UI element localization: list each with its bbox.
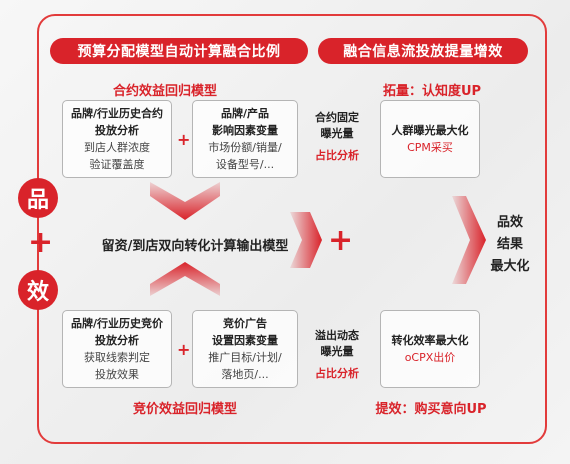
top-right-box-line2: CPM采买	[407, 141, 453, 154]
bottom-side-line1: 溢出动态	[315, 329, 359, 342]
top-side-label: 合约固定 曝光量 占比分析	[306, 110, 368, 164]
arrow-down	[150, 182, 220, 220]
bottom-box-history-title1: 品牌/行业历史竞价	[70, 317, 164, 330]
circle-xiao: 效	[18, 270, 58, 310]
top-side-line2: 曝光量	[320, 127, 354, 140]
top-box-factors: 品牌/产品 影响因素变量 市场份额/销量/ 设备型号/...	[192, 100, 298, 178]
bottom-section-label: 竞价效益回归模型	[132, 402, 237, 417]
top-right-box: 人群曝光最大化 CPM采买	[380, 100, 480, 178]
top-right-label: 拓量：认知度UP	[382, 84, 482, 99]
middle-plus-left: +	[28, 225, 54, 260]
circle-pin: 品	[18, 178, 58, 218]
result-text: 品效 结果 最大化	[485, 212, 535, 278]
top-side-line1: 合约固定	[315, 111, 359, 124]
top-box-history-title2: 投放分析	[95, 124, 139, 137]
bottom-right-box-line2: oCPX出价	[404, 351, 456, 364]
result-line3: 最大化	[490, 259, 530, 274]
top-box-history-line2: 验证覆盖度	[89, 158, 145, 171]
top-box-factors-line2: 设备型号/...	[215, 158, 275, 171]
bottom-right-box: 转化效率最大化 oCPX出价	[380, 310, 480, 388]
arrow-right-2	[452, 196, 486, 284]
bottom-box-history-line2: 投放效果	[95, 368, 139, 381]
result-line2: 结果	[496, 237, 523, 252]
center-model-text: 留资/到店双向转化计算输出模型	[101, 239, 289, 254]
top-box-factors-title2: 影响因素变量	[212, 124, 278, 137]
bottom-plus: +	[177, 340, 191, 359]
bottom-box-factors-title2: 设置因素变量	[212, 334, 278, 347]
bottom-box-history-line1: 获取线索判定	[84, 351, 150, 364]
title-left-pill: 预算分配模型自动计算融合比例	[50, 38, 308, 64]
top-box-history: 品牌/行业历史合约 投放分析 到店人群浓度 验证覆盖度	[62, 100, 172, 178]
bottom-right-box-line1: 转化效率最大化	[391, 334, 469, 347]
bottom-side-line3: 占比分析	[315, 367, 359, 380]
top-side-line3: 占比分析	[315, 149, 359, 162]
top-box-history-title1: 品牌/行业历史合约	[70, 107, 164, 120]
bottom-box-factors-line1: 推广目标/计划/	[208, 351, 282, 364]
bottom-box-history: 品牌/行业历史竞价 投放分析 获取线索判定 投放效果	[62, 310, 172, 388]
bottom-box-history-title2: 投放分析	[95, 334, 139, 347]
bottom-box-factors-line2: 落地页/...	[221, 368, 269, 381]
arrow-up	[150, 262, 220, 296]
bottom-right-label: 提效：购买意向UP	[375, 402, 487, 417]
top-plus: +	[177, 130, 191, 149]
top-right-box-line1: 人群曝光最大化	[391, 124, 469, 137]
top-box-history-line1: 到店人群浓度	[84, 141, 150, 154]
bottom-side-label: 溢出动态 曝光量 占比分析	[306, 328, 368, 382]
arrow-right-1	[290, 212, 322, 268]
top-section-label: 合约效益回归模型	[112, 84, 217, 99]
top-box-factors-line1: 市场份额/销量/	[208, 141, 282, 154]
bottom-box-factors-title1: 竞价广告	[223, 317, 267, 330]
middle-plus-right: +	[328, 223, 354, 258]
diagram-frame	[37, 14, 547, 444]
bottom-side-line2: 曝光量	[320, 345, 354, 358]
result-line1: 品效	[496, 215, 523, 230]
bottom-box-factors: 竞价广告 设置因素变量 推广目标/计划/ 落地页/...	[192, 310, 298, 388]
top-box-factors-title1: 品牌/产品	[220, 107, 270, 120]
title-right-pill: 融合信息流投放提量增效	[318, 38, 528, 64]
